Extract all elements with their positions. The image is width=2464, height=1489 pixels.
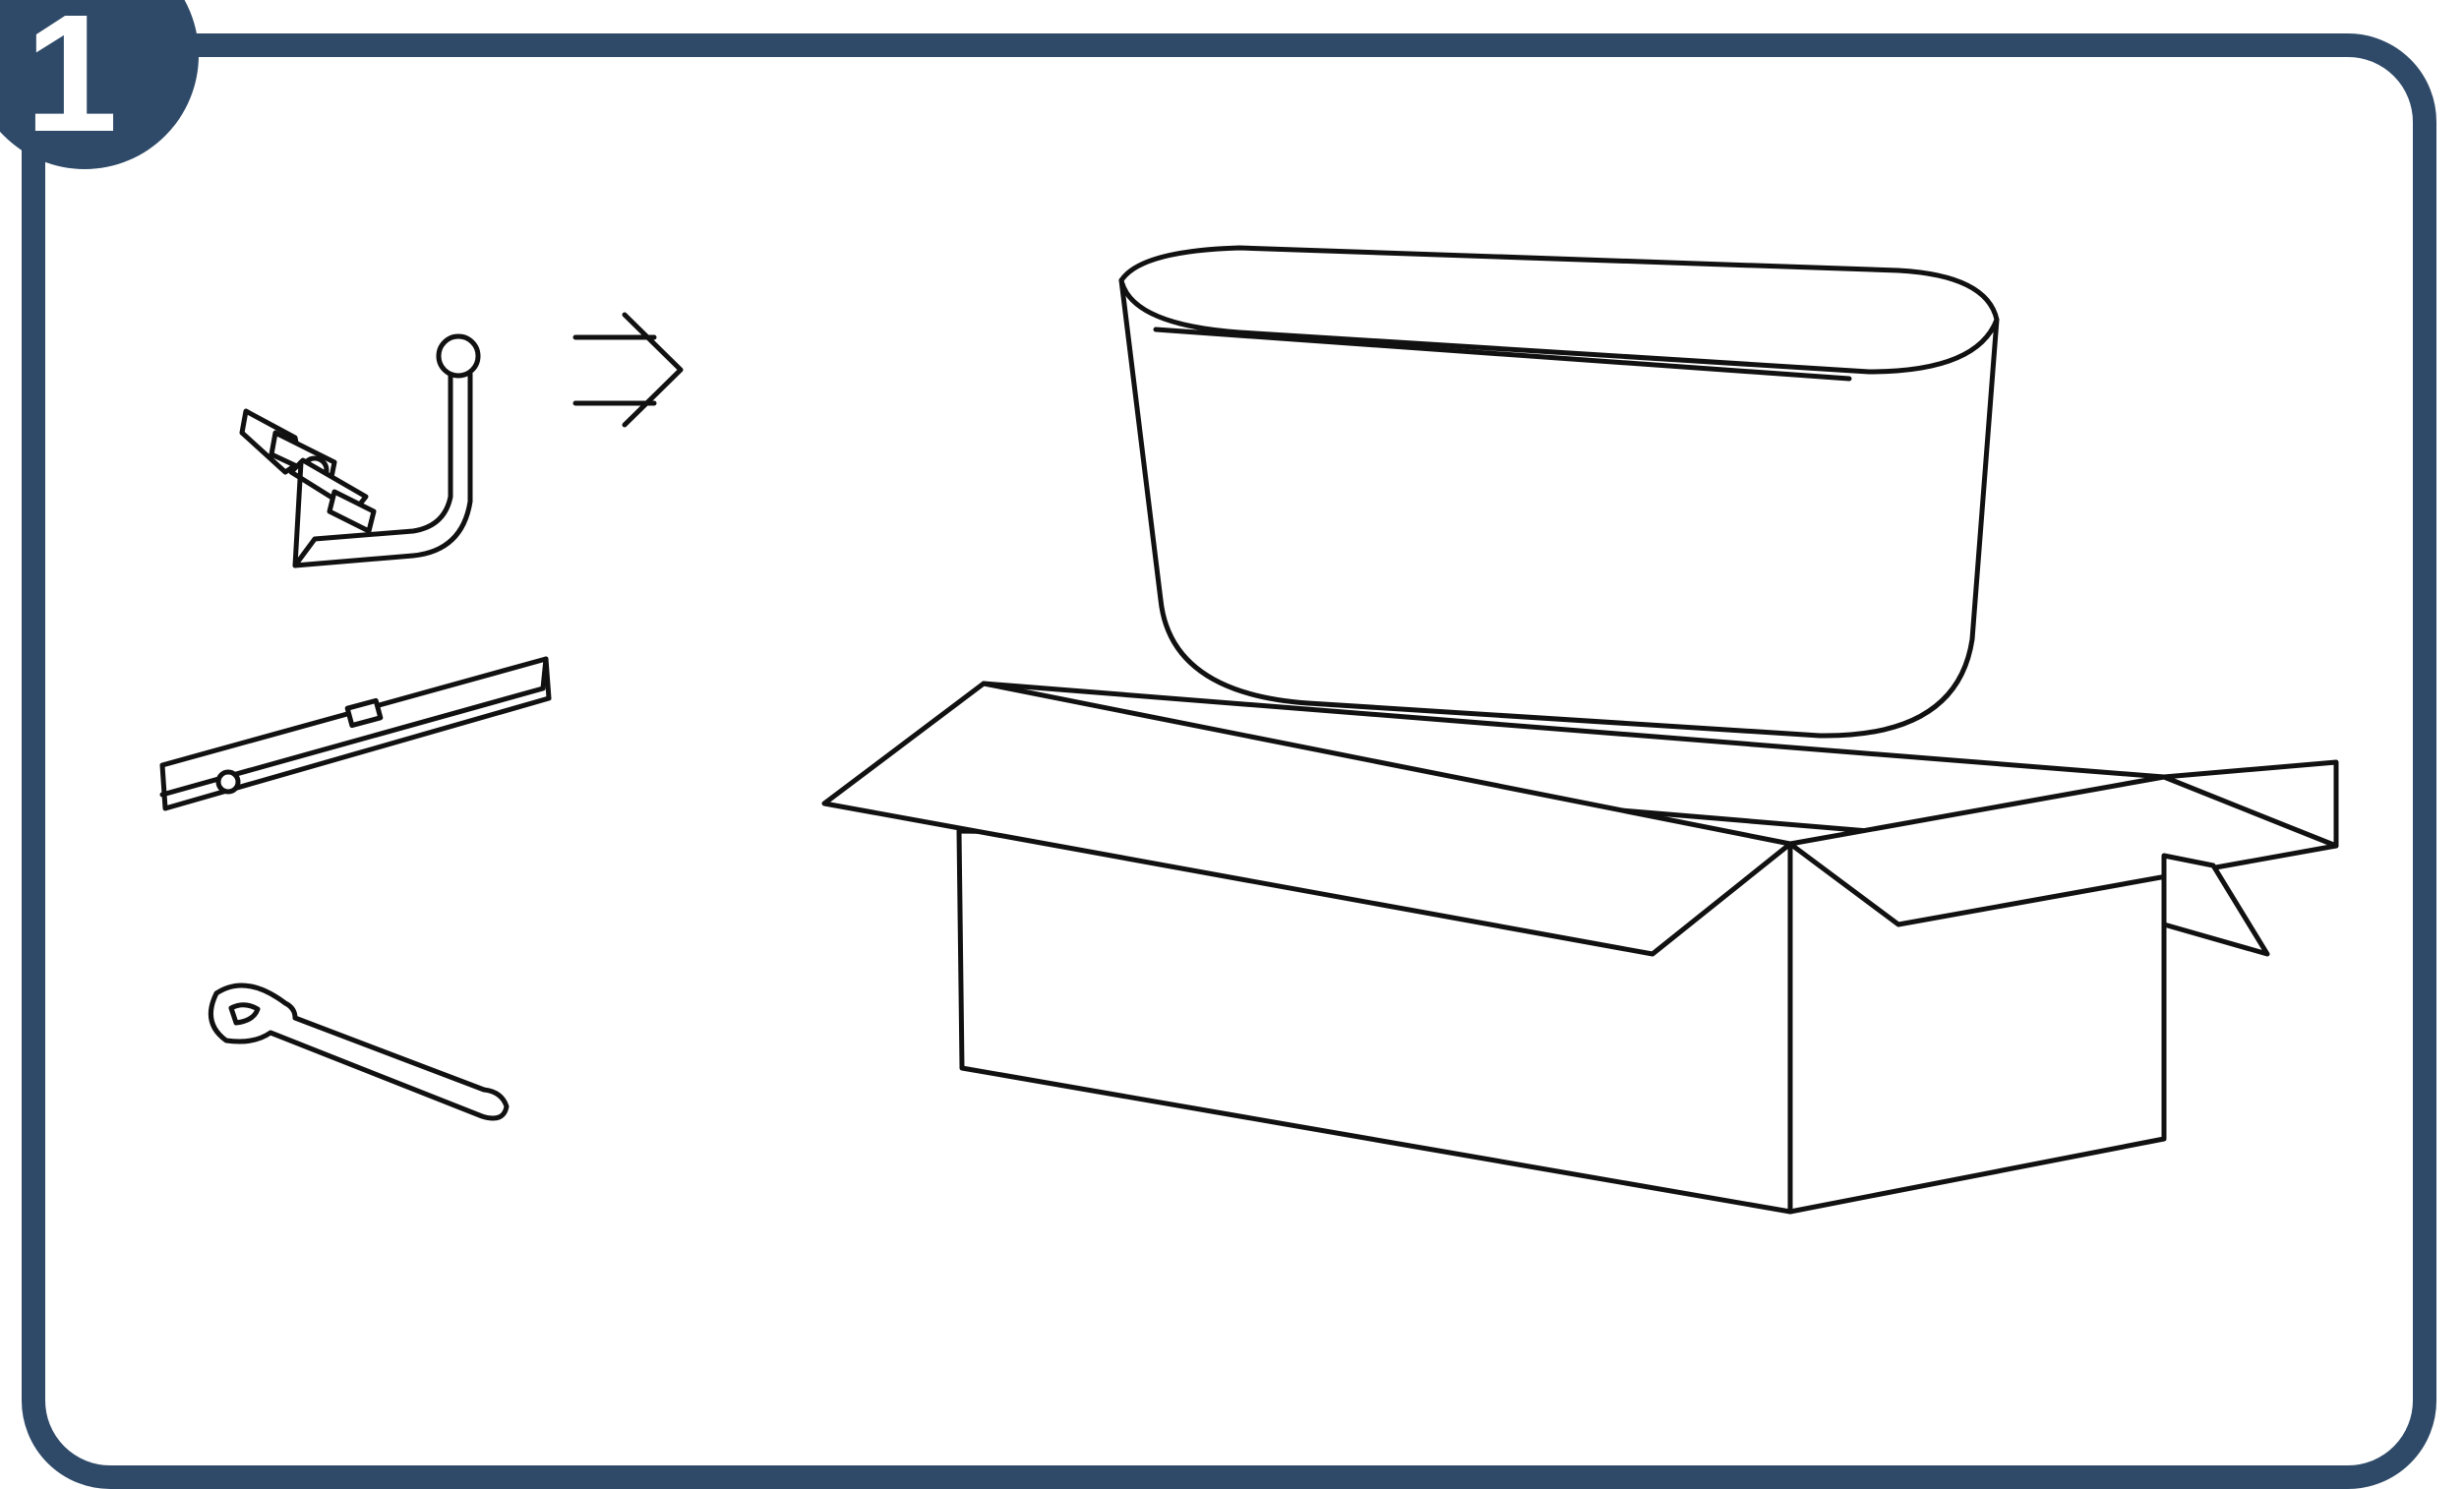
step-number: 1: [0, 0, 143, 157]
step-illustration: [0, 0, 2464, 1428]
double-arrow-icon: [575, 315, 681, 425]
wrench-icon: [210, 985, 507, 1118]
spirit-level-icon: [162, 659, 549, 808]
faucet-icon: [242, 336, 478, 566]
cardboard-box-icon: [824, 684, 2336, 1212]
bathtub-icon: [1121, 248, 1997, 736]
